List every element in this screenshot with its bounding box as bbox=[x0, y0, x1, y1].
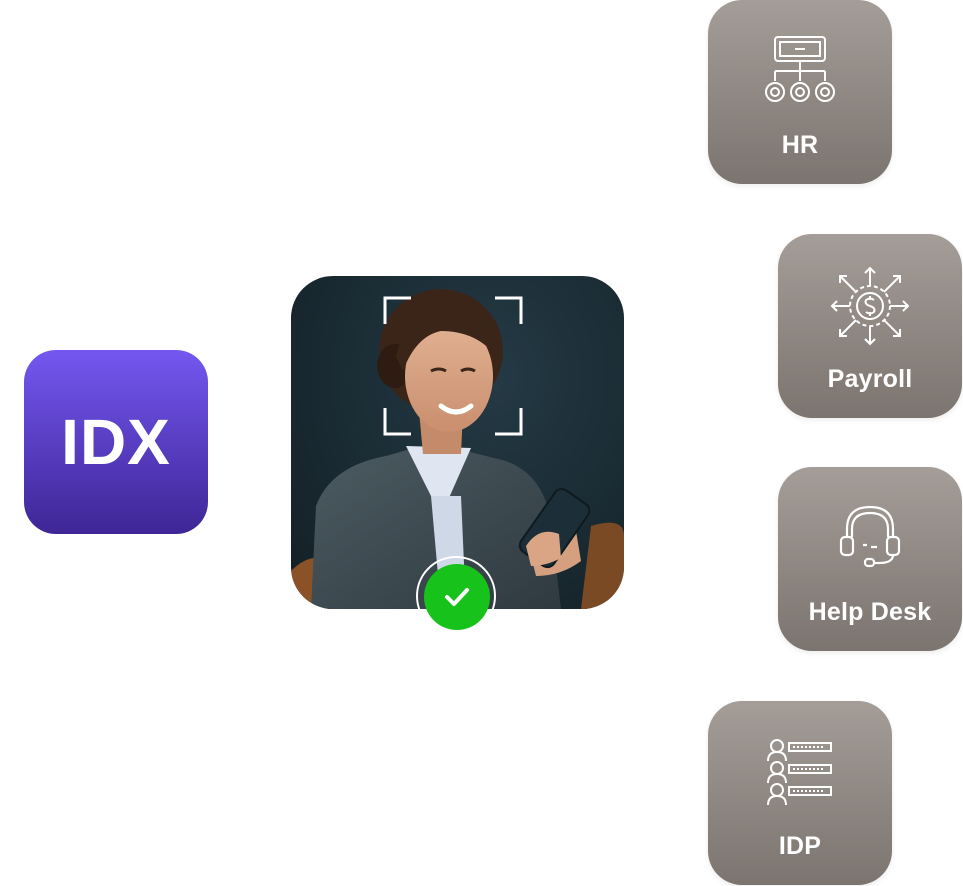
idx-logo-tile: IDX bbox=[24, 350, 208, 534]
org-chart-icon bbox=[765, 36, 835, 102]
user-list-icon bbox=[767, 739, 832, 806]
verification-photo bbox=[291, 276, 624, 609]
integration-tile-help-desk[interactable]: Help Desk bbox=[778, 467, 962, 651]
idx-logo-text: IDX bbox=[61, 406, 171, 478]
integration-label: Payroll bbox=[827, 365, 913, 393]
integration-label: Help Desk bbox=[808, 598, 932, 626]
integration-tile-hr[interactable]: HR bbox=[708, 0, 892, 184]
integration-label: HR bbox=[781, 131, 819, 159]
integration-tile-payroll[interactable]: Payroll bbox=[778, 234, 962, 418]
verified-badge bbox=[424, 564, 490, 630]
dollar-distribution-icon bbox=[830, 266, 910, 346]
verification-ring bbox=[416, 556, 496, 636]
headset-icon bbox=[839, 505, 901, 568]
person-illustration bbox=[291, 289, 624, 609]
checkmark-icon bbox=[445, 588, 469, 606]
integration-label: IDP bbox=[778, 832, 822, 860]
integration-tile-idp[interactable]: IDP bbox=[708, 701, 892, 885]
